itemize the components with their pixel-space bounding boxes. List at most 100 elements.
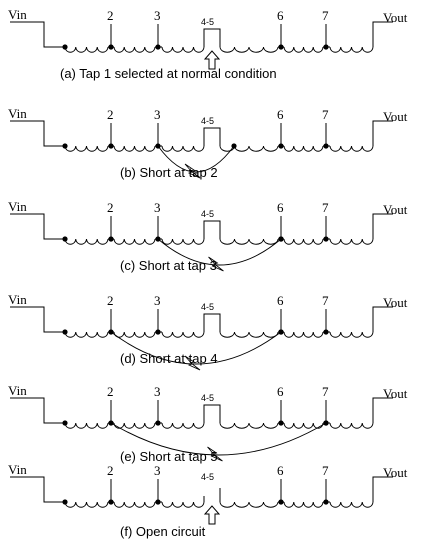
winding-coil <box>64 331 109 338</box>
tap-label-t45: 4-5 <box>201 209 214 219</box>
input-lead <box>10 21 65 48</box>
winding-coil <box>283 238 324 245</box>
output-lead <box>372 213 393 239</box>
winding-coil <box>113 331 156 338</box>
vout-label: Vout <box>383 295 408 310</box>
input-lead <box>10 213 65 240</box>
tap-label-t7: 7 <box>322 107 329 122</box>
tap-label-t2: 2 <box>107 384 114 399</box>
tap-dot-t1 <box>62 143 68 149</box>
winding-coil <box>219 238 279 245</box>
tap-dot-t1 <box>62 499 68 505</box>
winding-coil <box>219 501 279 508</box>
winding-coil <box>329 46 374 53</box>
tap-45-terminal <box>203 28 221 47</box>
vout-label: Vout <box>383 10 408 25</box>
tap-dot-t2 <box>108 143 114 149</box>
input-lead <box>10 397 65 424</box>
vin-label: Vin <box>8 199 27 214</box>
winding-coil <box>283 145 324 152</box>
vin-label: Vin <box>8 106 27 121</box>
tap-dot-t3 <box>155 499 161 505</box>
selector-arrow-icon <box>203 50 221 70</box>
tap-label-t3: 3 <box>154 384 161 399</box>
winding-coil <box>283 331 324 338</box>
panel-caption: (a) Tap 1 selected at normal condition <box>60 66 277 81</box>
vout-label: Vout <box>383 202 408 217</box>
vin-label: Vin <box>8 292 27 307</box>
tap-label-t2: 2 <box>107 200 114 215</box>
tap-dot-t3 <box>155 329 161 335</box>
tap-label-t7: 7 <box>322 8 329 23</box>
winding-coil <box>219 145 279 152</box>
tap-dot-t1 <box>62 236 68 242</box>
vin-label: Vin <box>8 7 27 22</box>
input-lead <box>10 476 65 503</box>
tap-dot-t3 <box>155 420 161 426</box>
tap-label-t2: 2 <box>107 8 114 23</box>
vout-label: Vout <box>383 386 408 401</box>
tap-label-t7: 7 <box>322 384 329 399</box>
winding-coil <box>329 238 374 245</box>
winding-coil <box>113 501 156 508</box>
panel-caption: (b) Short at tap 2 <box>120 165 218 180</box>
lightning-bolt-icon <box>207 446 223 462</box>
selector-arrow-icon <box>203 505 221 525</box>
winding-coil <box>161 422 205 429</box>
winding-coil <box>329 145 374 152</box>
tap-45-terminal <box>203 313 221 332</box>
tap-label-t45: 4-5 <box>201 302 214 312</box>
winding-coil <box>329 331 374 338</box>
winding-coil <box>329 501 374 508</box>
winding-coil <box>64 238 109 245</box>
output-lead <box>372 306 393 332</box>
tap-label-t7: 7 <box>322 463 329 478</box>
tap-dot-t1 <box>62 420 68 426</box>
lightning-bolt-icon <box>208 256 224 272</box>
winding-coil <box>64 422 109 429</box>
tap-dot-t7 <box>323 329 329 335</box>
panel-caption: (f) Open circuit <box>120 524 206 539</box>
tap-label-t6: 6 <box>277 293 284 308</box>
output-lead <box>372 21 393 47</box>
tap-label-t45: 4-5 <box>201 472 214 482</box>
tap-label-t2: 2 <box>107 107 114 122</box>
winding-coil <box>64 145 109 152</box>
winding-coil <box>113 422 156 429</box>
winding-coil <box>64 46 109 53</box>
tap-dot-t7 <box>323 236 329 242</box>
tap-label-t2: 2 <box>107 463 114 478</box>
tap-45-terminal <box>203 127 221 146</box>
winding-coil <box>219 331 279 338</box>
tap-label-t6: 6 <box>277 8 284 23</box>
winding-coil <box>329 422 374 429</box>
winding-coil <box>283 46 324 53</box>
tap-label-t45: 4-5 <box>201 393 214 403</box>
tap-label-t3: 3 <box>154 107 161 122</box>
winding-coil <box>219 46 279 53</box>
tap-label-t6: 6 <box>277 200 284 215</box>
winding-coil <box>219 422 279 429</box>
tap-label-t3: 3 <box>154 8 161 23</box>
vout-label: Vout <box>383 465 408 480</box>
output-lead <box>372 397 393 423</box>
tap-label-t3: 3 <box>154 293 161 308</box>
tap-dot-t7 <box>323 499 329 505</box>
short-circuit-arc <box>110 422 327 456</box>
winding-coil <box>64 501 109 508</box>
panel-caption: (d) Short at tap 4 <box>120 351 218 366</box>
input-lead <box>10 120 65 147</box>
tap-dot-t7 <box>323 44 329 50</box>
output-lead <box>372 476 393 502</box>
input-lead <box>10 306 65 333</box>
lightning-bolt-icon <box>184 163 201 179</box>
lightning-bolt-icon <box>184 355 201 371</box>
output-lead <box>372 120 393 146</box>
short-circuit-arc <box>110 331 282 365</box>
winding-coil <box>161 46 205 53</box>
winding-coil <box>113 46 156 53</box>
